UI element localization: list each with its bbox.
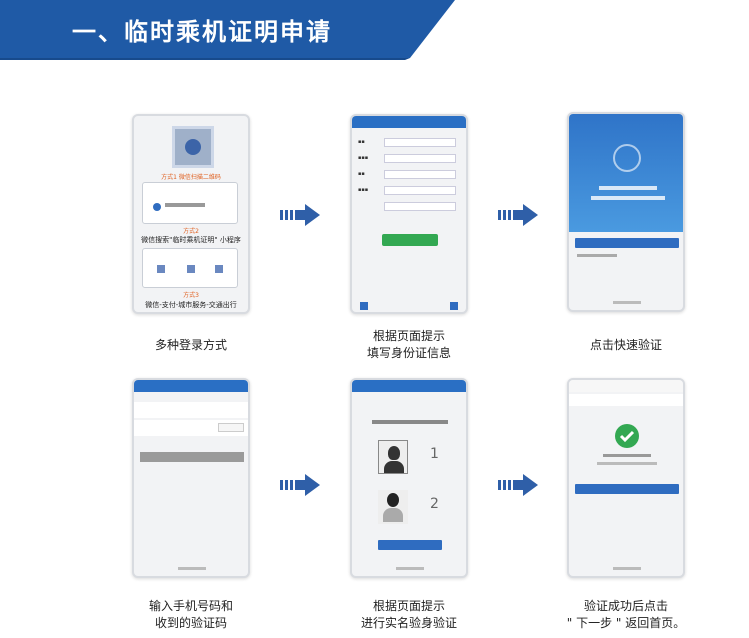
form-row-address: ▪▪▪ [358,186,458,195]
quick-verify-button[interactable] [575,238,679,248]
app-header [352,380,466,392]
qr-code-icon [172,126,214,168]
profile-icon[interactable] [450,302,458,310]
section-banner: 一、临时乘机证明申请 [0,0,455,60]
step6-caption-line1: 验证成功后点击 [583,599,668,613]
extra-input[interactable] [384,202,456,211]
face-side-photo [378,490,408,524]
phone-face-verify: 1 2 [350,378,468,578]
step1-caption: 多种登录方式 [111,337,271,354]
home-icon[interactable] [360,302,368,310]
phone-id-form: ▪▪ ▪▪▪ ▪▪ ▪▪▪ [350,114,468,314]
arrow-right-icon [498,204,538,226]
name-input[interactable] [384,138,456,147]
step5-caption-line1: 根据页面提示 [372,599,445,613]
step5-caption: 根据页面提示 进行实名验身验证 [329,598,489,632]
form-row-id: ▪▪▪ [358,154,458,163]
section-title: 一、临时乘机证明申请 [72,18,332,46]
step2-caption-line1: 根据页面提示 [372,329,445,343]
step4-caption-line2: 收到的验证码 [154,616,227,630]
step5-caption-line2: 进行实名验身验证 [360,616,457,630]
id-number-input[interactable] [384,154,456,163]
submit-button[interactable] [140,452,244,462]
method1-label: 方式1 微信扫描二维码 [161,174,221,181]
step-number-1: 1 [430,446,439,462]
step6-caption: 验证成功后点击 " 下一步 " 返回首页。 [546,598,706,632]
step4-caption-line1: 输入手机号码和 [148,599,233,613]
phone-quick-verify [567,112,685,312]
start-verify-button[interactable] [378,540,442,550]
form-row-gender: ▪▪ [358,170,458,179]
step6-caption-line2: " 下一步 " 返回首页。 [566,616,686,630]
phone-number-input[interactable] [134,402,248,418]
police-emblem-icon [613,144,641,172]
method3-label: 方式3 [183,292,199,299]
arrow-right-icon [280,474,320,496]
address-input[interactable] [384,186,456,195]
face-front-photo [378,440,408,474]
method3-desc: 微信-支付-城市服务-交通出行 [145,301,237,309]
arrow-right-icon [280,204,320,226]
phone-sms-verify [132,378,250,578]
next-step-button[interactable] [575,484,679,494]
phone-login-methods: 方式1 微信扫描二维码 方式2 微信搜索"临时乘机证明" 小程序 方式3 微信-… [132,114,250,314]
phone-verify-success [567,378,685,578]
method2-desc: 微信搜索"临时乘机证明" 小程序 [141,236,241,244]
arrow-right-icon [498,474,538,496]
gender-input[interactable] [384,170,456,179]
success-check-icon [615,424,639,448]
step4-caption: 输入手机号码和 收到的验证码 [111,598,271,632]
step3-caption: 点击快速验证 [546,337,706,354]
city-service-card[interactable] [142,248,238,288]
mini-program-card[interactable] [142,182,238,224]
hero-background [569,114,683,232]
get-code-button[interactable] [218,423,244,432]
form-row-extra [358,202,458,211]
banner-shape [0,0,455,60]
step2-caption: 根据页面提示 填写身份证信息 [329,328,489,362]
step3-caption-line1: 点击快速验证 [589,338,662,352]
next-step-button[interactable] [382,234,438,246]
form-row-name: ▪▪ [358,138,458,147]
step-number-2: 2 [430,496,439,512]
step2-caption-line2: 填写身份证信息 [366,346,451,360]
app-header [352,116,466,128]
method2-label: 方式2 [183,228,199,235]
app-header [134,380,248,392]
step1-caption-line1: 多种登录方式 [154,338,227,352]
